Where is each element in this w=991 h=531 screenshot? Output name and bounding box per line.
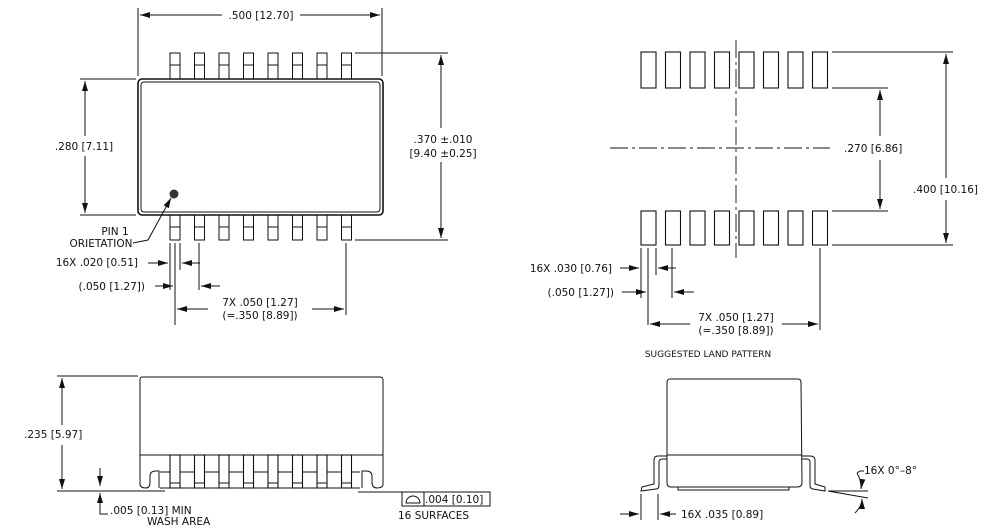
bottom-lead-row (169, 214, 352, 241)
bottom-pad-row (640, 210, 829, 246)
end-view: 16X .035 [0.89] 16X 0°–8° (620, 378, 917, 521)
top-view: .500 [12.70] .280 [7.11] .370 ±.010 [9.4… (55, 8, 477, 325)
foot-angle-dimension: 16X 0°–8° (864, 465, 917, 477)
wash-area-label: WASH AREA (147, 516, 211, 528)
pin1-label: PIN 1 (101, 226, 128, 238)
lead (169, 52, 181, 80)
pad-width-dimension: 16X .030 [0.76] (530, 263, 612, 275)
lead (194, 52, 205, 80)
pitch-total-dimension: 7X .050 [1.27] (222, 297, 298, 309)
land-pad (762, 210, 780, 246)
height-dimension: .235 [5.97] (24, 429, 82, 441)
foot-length-dimension: 16X .035 [0.89] (681, 509, 763, 521)
land-pattern-caption: SUGGESTED LAND PATTERN (645, 350, 771, 360)
land-pad (762, 51, 780, 89)
lead (341, 52, 352, 80)
right-gull-wing-lead (802, 455, 826, 492)
pitch-total-dimension-equal: (=.350 [8.89]) (222, 310, 297, 322)
inner-span-dimension: .270 [6.86] (844, 143, 902, 155)
land-pad (738, 210, 755, 246)
outer-span-dimension: .400 [10.16] (913, 184, 978, 196)
coplanarity-value: .004 [0.10] (425, 494, 483, 506)
land-pad (664, 51, 682, 89)
land-pad (640, 210, 657, 246)
lead (316, 52, 328, 80)
left-gull-wing-lead (640, 455, 667, 492)
land-pad (664, 210, 682, 246)
land-pad (689, 210, 706, 246)
land-pad (713, 210, 731, 246)
land-pattern: .270 [6.86] .400 [10.16] 16X .030 [0.76]… (530, 40, 978, 360)
lead (292, 52, 303, 80)
package-body-outline (137, 78, 384, 216)
land-pad (787, 51, 804, 89)
land-pad (689, 51, 706, 89)
width-dimension: .500 [12.70] (229, 10, 294, 22)
coplanarity-note: 16 SURFACES (398, 510, 469, 522)
pitch-reference-dimension: (.050 [1.27]) (79, 281, 145, 293)
lead (267, 52, 279, 80)
body-height-dimension: .280 [7.11] (55, 141, 113, 153)
land-pad (640, 51, 657, 89)
end-view-body (666, 378, 803, 488)
side-view: .235 [5.97] .005 [0.13] MIN WASH AREA .0… (24, 375, 491, 528)
land-pad (738, 51, 755, 89)
land-pad (787, 210, 804, 246)
coplanarity-frame (401, 491, 491, 507)
overall-width-dimension: .370 ±.010 (414, 134, 473, 146)
pin1-orientation-label: ORIETATION (70, 238, 133, 250)
lead-width-dimension: 16X .020 [0.51] (56, 257, 138, 269)
top-pad-row (640, 51, 829, 89)
overall-width-dimension-metric: [9.40 ±0.25] (409, 148, 476, 160)
pad-pitch-total-equal: (=.350 [8.89]) (698, 325, 773, 337)
lead (218, 52, 230, 80)
pad-pitch-reference-dimension: (.050 [1.27]) (548, 287, 614, 299)
land-pad (811, 210, 829, 246)
lead (243, 52, 254, 80)
land-pad (811, 51, 829, 89)
pin1-dot-icon (169, 189, 179, 199)
top-lead-row (169, 52, 352, 80)
land-pad (713, 51, 731, 89)
standoff-dimension: .005 [0.13] MIN (110, 505, 192, 517)
pad-pitch-total-dimension: 7X .050 [1.27] (698, 312, 774, 324)
profile-of-surface-icon (405, 495, 421, 504)
